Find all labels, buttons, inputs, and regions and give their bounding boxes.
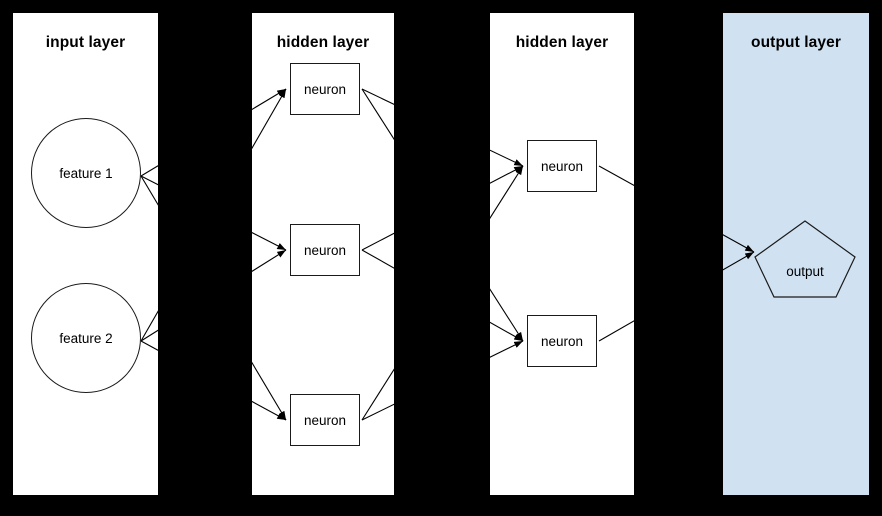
node-label-h2-neuron-2: neuron	[540, 333, 584, 349]
node-label-h2-neuron-1: neuron	[540, 158, 584, 174]
layer-title-hidden-1: hidden layer	[276, 34, 370, 51]
layer-title-hidden-2: hidden layer	[515, 34, 609, 51]
node-h2-neuron-1[interactable]: neuron	[527, 140, 597, 192]
node-output[interactable]: output	[753, 219, 857, 299]
gutter-right-edge	[869, 0, 882, 516]
node-label-h1-neuron-2: neuron	[303, 242, 347, 258]
node-label-feature-1: feature 1	[59, 165, 113, 181]
gutter-bottom-edge	[0, 495, 882, 516]
gutter-hidden1-hidden2	[394, 0, 490, 516]
layer-panel-input: input layer	[13, 13, 158, 495]
layer-panel-hidden-2: hidden layer	[490, 13, 634, 495]
node-h1-neuron-1[interactable]: neuron	[290, 63, 360, 115]
node-h2-neuron-2[interactable]: neuron	[527, 315, 597, 367]
node-label-h1-neuron-1: neuron	[303, 81, 347, 97]
gutter-left-edge	[0, 0, 13, 516]
gutter-hidden2-output	[634, 0, 723, 516]
layer-title-input: input layer	[45, 34, 126, 51]
node-feature-2[interactable]: feature 2	[31, 283, 141, 393]
pentagon-shape	[754, 220, 856, 298]
gutter-input-hidden1	[158, 0, 252, 516]
node-feature-1[interactable]: feature 1	[31, 118, 141, 228]
layer-title-output: output layer	[751, 34, 841, 51]
node-label-h1-neuron-3: neuron	[303, 412, 347, 428]
node-h1-neuron-3[interactable]: neuron	[290, 394, 360, 446]
gutter-top-edge	[0, 0, 882, 13]
node-h1-neuron-2[interactable]: neuron	[290, 224, 360, 276]
node-label-feature-2: feature 2	[59, 330, 113, 346]
